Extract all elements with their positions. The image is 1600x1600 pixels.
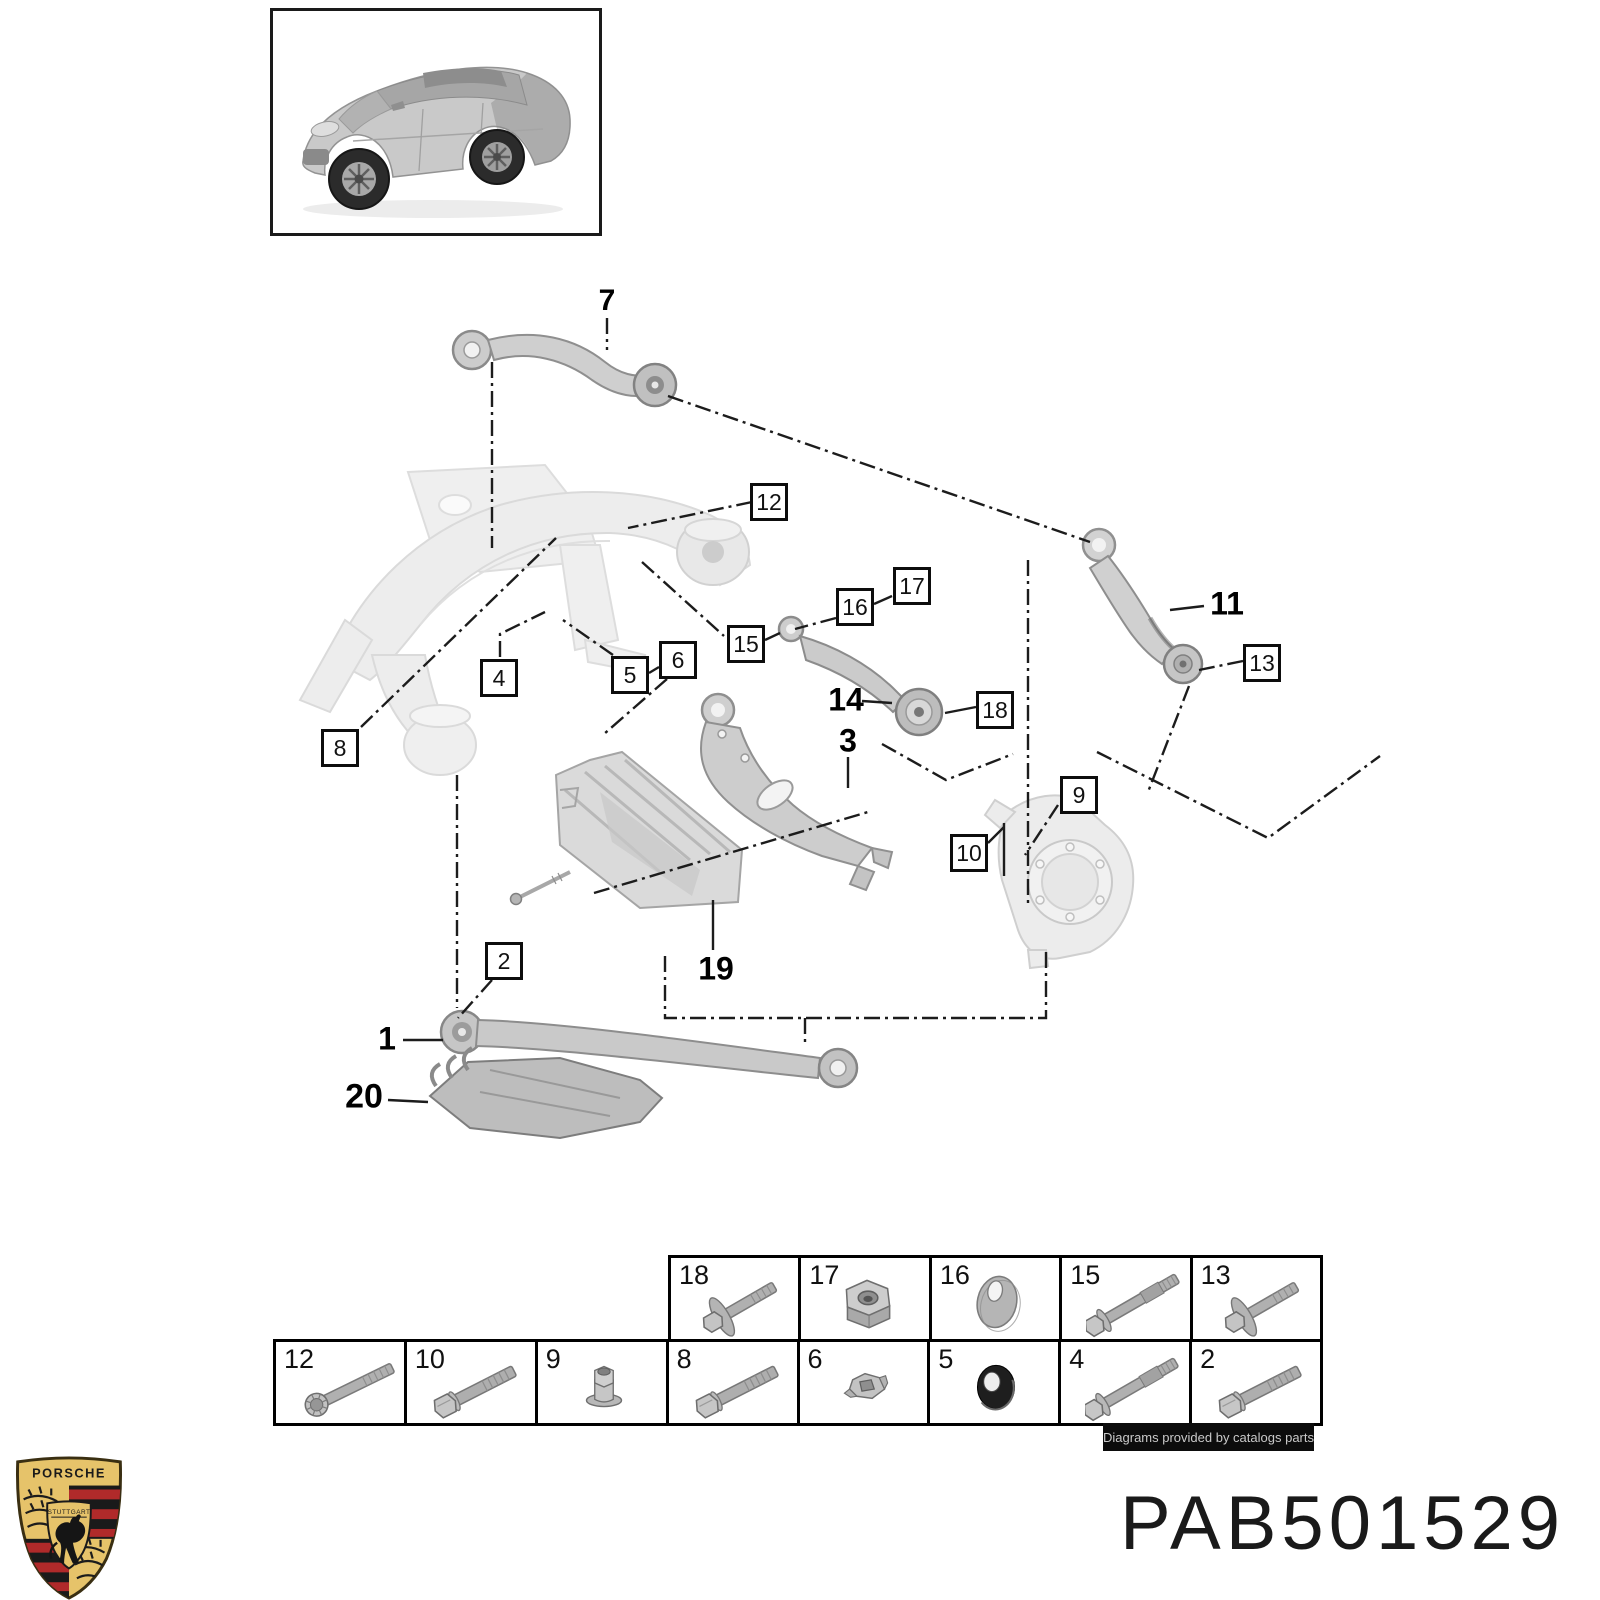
- callout-box-9: 9: [1060, 776, 1098, 814]
- subframe-part: [298, 463, 752, 776]
- callout-label: 17: [899, 572, 925, 599]
- table-cell-18: 18: [671, 1258, 799, 1339]
- vehicle-thumbnail-box: [270, 8, 602, 236]
- table-cell-17: 17: [798, 1258, 929, 1339]
- part-number: PAB501529: [1120, 1481, 1566, 1566]
- callout-label: 6: [671, 646, 685, 673]
- cell-label: 9: [545, 1344, 561, 1374]
- table-cell-2: 2: [1189, 1342, 1320, 1423]
- heat-shield-part-20: [428, 1046, 664, 1140]
- callout-box-16: 16: [836, 588, 874, 626]
- part-label-19: 19: [698, 950, 734, 987]
- hex-bolt-icon: [693, 1351, 797, 1423]
- vehicle-illustration: [302, 66, 571, 218]
- cell-label: 17: [809, 1260, 840, 1290]
- part-label-7: 7: [598, 284, 616, 317]
- upper-control-arm-part-7: [451, 329, 678, 408]
- callout-box-6: 6: [659, 641, 697, 679]
- part-label-20: 20: [345, 1077, 383, 1116]
- long-bolt-icon: [1086, 1267, 1190, 1339]
- cell-label: 18: [679, 1260, 710, 1290]
- cell-label: 2: [1200, 1344, 1216, 1374]
- crest-brand-text: PORSCHE: [32, 1466, 106, 1481]
- callout-box-5: 5: [611, 656, 649, 694]
- callout-box-4: 4: [480, 659, 518, 697]
- part-label-14: 14: [828, 681, 864, 718]
- callout-label: 9: [1072, 781, 1086, 808]
- callout-label: 2: [497, 947, 511, 974]
- callout-label: 16: [842, 593, 868, 620]
- long-bolt-icon: [1085, 1351, 1189, 1423]
- callout-label: 5: [623, 661, 637, 688]
- bolt-washer-icon: [694, 1267, 798, 1339]
- callout-box-18: 18: [976, 691, 1014, 729]
- cell-label: 12: [284, 1344, 315, 1374]
- small-nut-icon: [813, 1351, 917, 1423]
- table-cell-6: 6: [796, 1342, 928, 1423]
- part-label-1: 1: [378, 1020, 396, 1057]
- callout-label: 18: [982, 696, 1008, 723]
- table-cell-9: 9: [534, 1342, 666, 1423]
- tension-strut-part-1: [439, 1009, 859, 1089]
- hex-bolt-icon: [1216, 1351, 1320, 1423]
- callout-box-2: 2: [485, 942, 523, 980]
- lower-control-arm-part-3: [699, 692, 894, 892]
- collar-nut-icon: [552, 1351, 656, 1423]
- callout-box-12: 12: [750, 483, 788, 521]
- wheel-carrier-part: [983, 794, 1135, 970]
- callout-box-15: 15: [727, 625, 765, 663]
- dark-washer-icon: [944, 1351, 1048, 1423]
- callout-box-10: 10: [950, 834, 988, 872]
- callout-box-8: 8: [321, 729, 359, 767]
- crest-horse: [49, 1514, 86, 1564]
- leader-lines: [360, 318, 1381, 1104]
- callout-box-13: 13: [1243, 644, 1281, 682]
- crest-city-text: STUTTGART: [48, 1509, 91, 1516]
- cell-label: 16: [939, 1260, 970, 1290]
- cell-label: 5: [938, 1344, 954, 1374]
- callout-label: 8: [333, 734, 347, 761]
- table-cell-8: 8: [665, 1342, 797, 1423]
- table-cell-5: 5: [927, 1342, 1059, 1423]
- table-cell-12: 12: [276, 1342, 404, 1423]
- cell-label: 13: [1200, 1260, 1231, 1290]
- bolt-washer-icon: [1216, 1267, 1320, 1339]
- hex-bolt-icon: [431, 1351, 535, 1423]
- table-cell-10: 10: [403, 1342, 535, 1423]
- cell-label: 15: [1070, 1260, 1101, 1290]
- upper-link-part-14: [777, 615, 944, 737]
- cell-label: 8: [676, 1344, 692, 1374]
- table-cell-16: 16: [928, 1258, 1060, 1339]
- cell-label: 4: [1069, 1344, 1085, 1374]
- callout-label: 10: [956, 839, 982, 866]
- table-cell-13: 13: [1189, 1258, 1321, 1339]
- callout-box-17: 17: [893, 567, 931, 605]
- cover-plate-part-19: [554, 750, 744, 910]
- fastener-table-bottom-row: 12 10 9 8 6 5 4 2: [273, 1339, 1323, 1426]
- table-cell-4: 4: [1058, 1342, 1190, 1423]
- callout-label: 15: [733, 630, 759, 657]
- watermark-banner: Diagrams provided by catalogs parts: [1103, 1423, 1314, 1451]
- spline-bolt-icon: [300, 1351, 404, 1423]
- part-label-11: 11: [1210, 585, 1244, 622]
- part-label-3: 3: [839, 722, 857, 759]
- eccentric-washer-icon: [945, 1267, 1049, 1339]
- fastener-table-top-row: 18 17 16 15 13: [668, 1255, 1323, 1342]
- cell-label: 10: [414, 1344, 445, 1374]
- callout-label: 13: [1249, 649, 1275, 676]
- toe-link-part-11: [1081, 527, 1204, 685]
- callout-label: 4: [492, 664, 506, 691]
- table-cell-15: 15: [1059, 1258, 1190, 1339]
- porsche-crest-logo: PORSCHE STUTTGART: [15, 1456, 123, 1600]
- cell-label: 6: [807, 1344, 823, 1374]
- small-bolt-illustration: [509, 870, 571, 906]
- callout-label: 12: [756, 488, 782, 515]
- flange-nut-icon: [815, 1267, 919, 1339]
